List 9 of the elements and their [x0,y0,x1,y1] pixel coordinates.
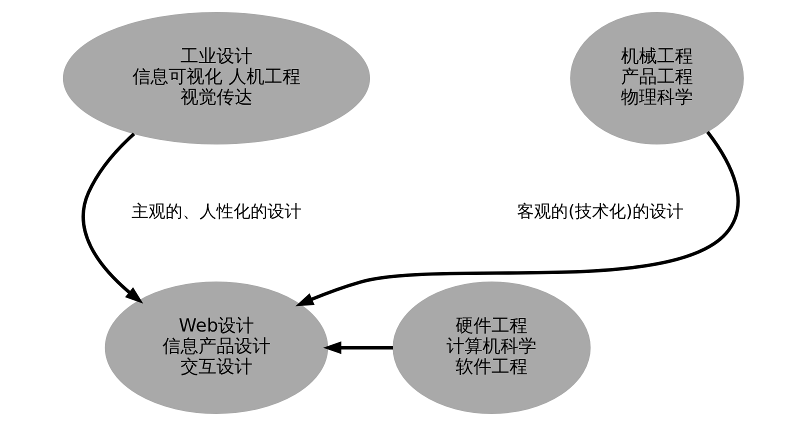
node-ellipse: 硬件工程 计算机科学 软件工程 [392,282,590,414]
arrow [81,132,143,304]
label: 主观的、人性化的设计 [130,202,301,222]
arrow [322,341,393,354]
node-ellipse: Web设计 信息产品设计 交互设计 [104,282,328,414]
label: 客观的(技术化)的设计 [516,202,683,222]
node-ellipse: 机械工程 产品工程 物理科学 [570,12,744,144]
node-ellipse: 工业设计 信息可视化 人机工程 视觉传达 [62,12,370,144]
arrow [294,130,740,306]
